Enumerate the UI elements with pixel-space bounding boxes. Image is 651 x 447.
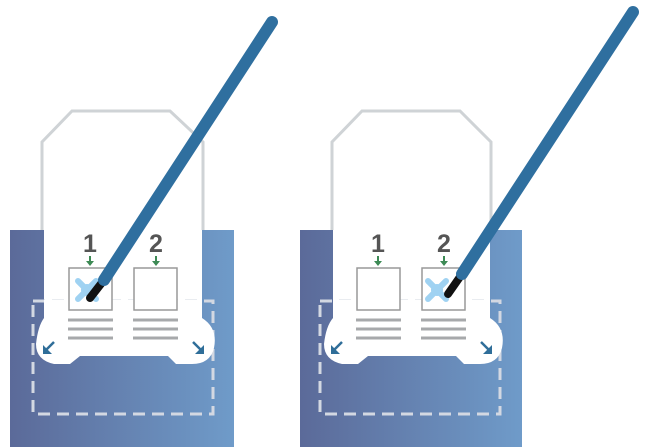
step-number-1: 1 [371,230,385,258]
checkbox-2[interactable] [134,268,177,310]
panel-right: 1 2 [300,12,633,447]
checkbox-1[interactable] [357,268,400,310]
panel-left: 1 2 [10,22,272,447]
step-number-2: 2 [437,230,451,258]
card-lower-tab [36,300,215,364]
upper-card-outline [332,111,491,232]
card-lower-tab [324,300,503,364]
stylus-icon [448,12,633,294]
step-number-2: 2 [149,230,163,258]
step-number-1: 1 [83,230,97,258]
